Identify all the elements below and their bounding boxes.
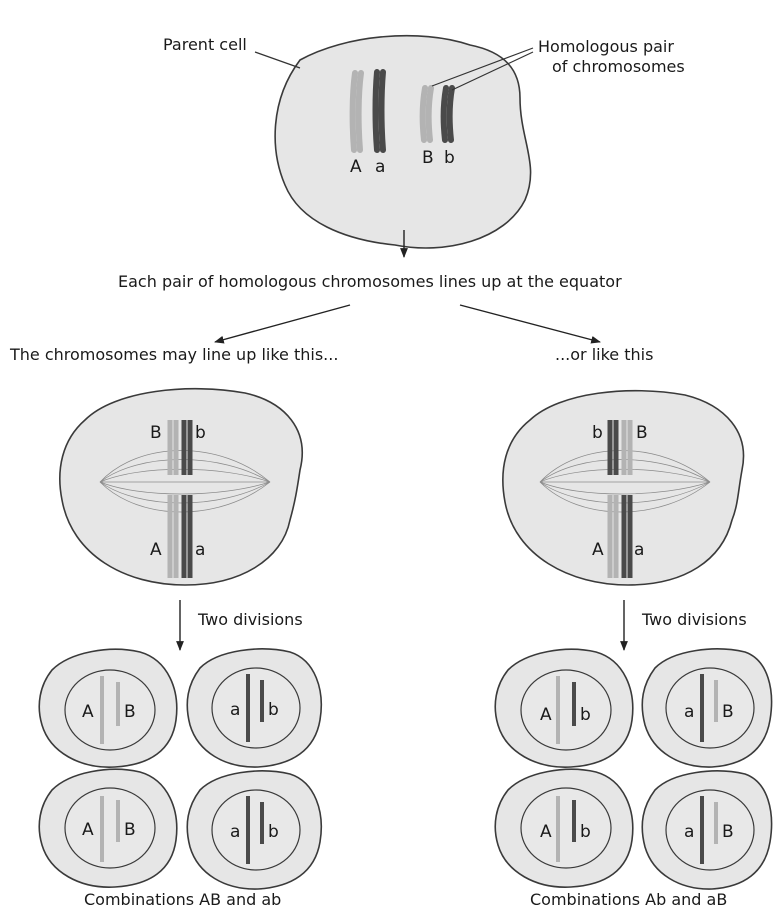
- daughter-cell-left-AB-1: A B: [39, 649, 177, 767]
- right-option-caption: ...or like this: [555, 345, 653, 364]
- cell2-label-b: b: [268, 700, 279, 720]
- daughter-cell-left-ab-2: a b: [187, 771, 321, 889]
- left-option-caption: The chromosomes may line up like this...: [9, 345, 338, 364]
- arrow-left-icon: [215, 305, 350, 342]
- daughter-cell-left-ab-1: a b: [187, 649, 321, 767]
- equator-caption: Each pair of homologous chromosomes line…: [118, 272, 622, 291]
- combinations-right-caption: Combinations Ab and aB: [530, 890, 727, 909]
- chromosome-B: [423, 88, 431, 140]
- combinations-left-caption: Combinations AB and ab: [84, 890, 281, 909]
- cell5-label-A: A: [540, 705, 552, 725]
- chromosome-b: [444, 88, 452, 140]
- chromosome-A: [353, 73, 361, 150]
- left-metaphase-membrane: [60, 389, 302, 585]
- cell3-label-B: B: [124, 820, 136, 840]
- homologous-pair-label-line2: of chromosomes: [552, 57, 685, 76]
- chromosome-a: [376, 72, 384, 150]
- cell7-label-b: b: [580, 822, 591, 842]
- cell8-label-a: a: [684, 822, 694, 842]
- left-label-A: A: [150, 540, 162, 560]
- left-two-divisions-label: Two divisions: [197, 610, 303, 629]
- cell1-label-A: A: [82, 702, 94, 722]
- homologous-pair-label-line1: Homologous pair: [538, 37, 674, 56]
- allele-label-B: B: [422, 148, 434, 168]
- cell6-label-a: a: [684, 702, 694, 722]
- right-label-A: A: [592, 540, 604, 560]
- allele-label-A: A: [350, 157, 362, 177]
- allele-label-b: b: [444, 148, 455, 168]
- daughter-cell-left-AB-2: A B: [39, 769, 177, 887]
- cell8-label-B: B: [722, 822, 734, 842]
- left-label-B: B: [150, 423, 162, 443]
- allele-label-a: a: [375, 157, 385, 177]
- daughter-cell-right-aB-1: a B: [642, 649, 771, 767]
- daughter-cell-right-aB-2: a B: [642, 771, 771, 889]
- right-metaphase-cell: b B A a: [503, 391, 744, 585]
- daughter-cell-right-Ab-1: A b: [495, 649, 633, 767]
- cell4-label-a: a: [230, 822, 240, 842]
- cell4-label-b: b: [268, 822, 279, 842]
- daughter-cell-right-Ab-2: A b: [495, 769, 633, 887]
- right-label-b: b: [592, 423, 603, 443]
- parent-cell-leader: [255, 52, 300, 68]
- left-metaphase-cell: B b A a: [60, 389, 302, 585]
- cell5-label-b: b: [580, 705, 591, 725]
- left-label-b: b: [195, 423, 206, 443]
- cell7-label-A: A: [540, 822, 552, 842]
- cell3-label-A: A: [82, 820, 94, 840]
- right-label-B: B: [636, 423, 648, 443]
- left-label-a: a: [195, 540, 205, 560]
- parent-cell-membrane: [275, 36, 530, 248]
- arrow-right-icon: [460, 305, 600, 342]
- right-label-a: a: [634, 540, 644, 560]
- parent-cell-label: Parent cell: [163, 35, 247, 54]
- cell6-label-B: B: [722, 702, 734, 722]
- right-two-divisions-label: Two divisions: [641, 610, 747, 629]
- parent-cell: A a B b: [275, 36, 530, 248]
- cell1-label-B: B: [124, 702, 136, 722]
- cell2-label-a: a: [230, 700, 240, 720]
